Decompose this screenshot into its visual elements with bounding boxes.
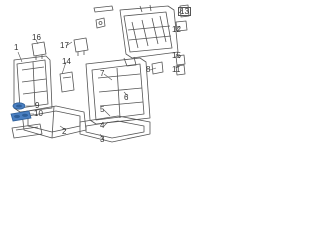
callout-1: 1 <box>14 43 19 52</box>
cup-holder-highlight <box>10 102 34 122</box>
callout-10: 10 <box>34 109 43 118</box>
callout-5: 5 <box>100 105 105 114</box>
trim-strip <box>93 5 114 13</box>
seat-back-cushion-right <box>85 56 151 125</box>
callout-11: 11 <box>172 65 181 74</box>
callout-7: 7 <box>100 69 105 78</box>
bolt-top <box>95 17 106 29</box>
seat-cushion-right <box>79 115 151 143</box>
callout-3: 3 <box>100 135 105 144</box>
leader-lines <box>17 9 183 141</box>
hinge-pieces <box>151 4 190 76</box>
callout-14: 14 <box>62 57 71 66</box>
callout-4: 4 <box>100 121 105 130</box>
parts-diagram: 1 2 3 4 5 6 7 8 9 10 11 12 13 14 15 16 1… <box>0 0 200 147</box>
callout-12: 12 <box>172 25 181 34</box>
armrest-support <box>11 123 43 139</box>
callout-2: 2 <box>62 127 67 136</box>
armrest <box>59 71 75 93</box>
callout-16: 16 <box>32 33 41 42</box>
callout-17: 17 <box>60 41 69 50</box>
callout-9: 9 <box>35 101 40 110</box>
callout-15: 15 <box>172 51 181 60</box>
headrest-left <box>31 41 47 60</box>
callout-13: 13 <box>178 7 191 16</box>
callout-8: 8 <box>146 65 151 74</box>
callout-6: 6 <box>124 93 129 102</box>
headrest-center <box>73 37 89 56</box>
diagram-drawing <box>10 4 190 143</box>
seat-frame <box>119 4 179 59</box>
